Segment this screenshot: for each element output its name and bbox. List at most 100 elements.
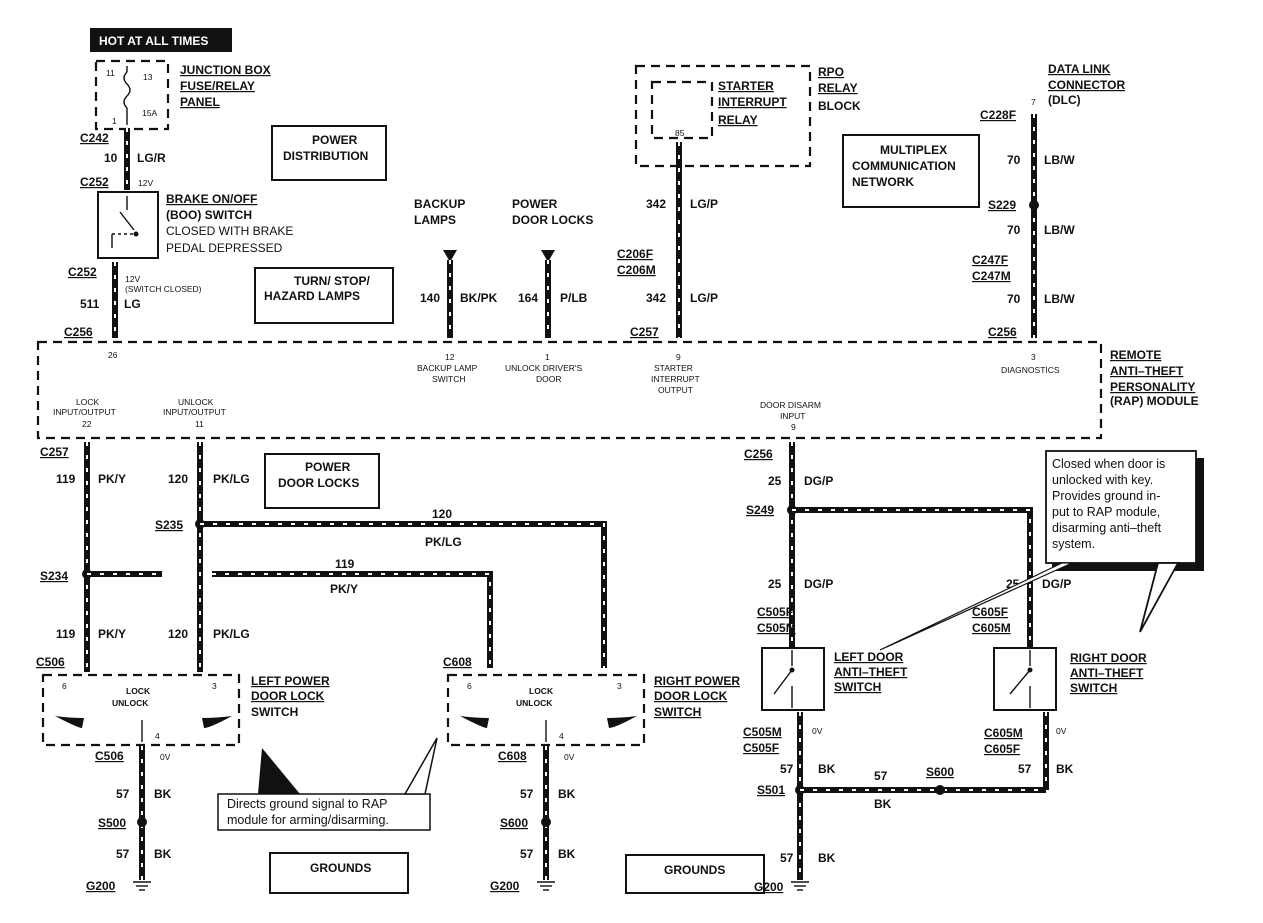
svg-text:120: 120 [432,507,452,521]
rap-module [36,340,1103,440]
svg-text:DG/P: DG/P [804,577,833,591]
svg-text:LOCK: LOCK [529,686,554,696]
right-door-switch-label: RIGHT DOOR [1070,651,1147,665]
connector-c247f: C247F [972,253,1008,267]
svg-text:HAZARD LAMPS: HAZARD LAMPS [264,289,360,303]
power-door-locks-arrow-icon [541,250,555,262]
svg-text:DOOR LOCKS: DOOR LOCKS [512,213,593,227]
connector-c247m: C247M [972,269,1011,283]
splice-s500 [137,817,147,827]
backup-lamps-arrow-icon [443,250,457,262]
connector-c257-bottom: C257 [40,445,69,459]
svg-text:85: 85 [675,128,685,138]
svg-text:ANTI–THEFT: ANTI–THEFT [1110,364,1184,378]
connector-c505f: C505F [757,605,793,619]
svg-text:S600: S600 [500,816,528,830]
hot-at-all-times-banner [90,28,232,52]
svg-text:BACKUP LAMP: BACKUP LAMP [417,363,478,373]
wire-511-color: LG [124,297,141,311]
svg-text:OUTPUT: OUTPUT [658,385,693,395]
svg-text:0V: 0V [1056,726,1067,736]
svg-text:9: 9 [791,422,796,432]
svg-text:57: 57 [116,847,130,861]
svg-text:57: 57 [116,787,130,801]
svg-text:SWITCH: SWITCH [654,705,701,719]
svg-text:119: 119 [56,472,76,486]
connector-c256-bottom: C256 [744,447,773,461]
svg-text:3: 3 [1031,352,1036,362]
svg-text:ANTI–THEFT: ANTI–THEFT [834,665,908,679]
connector-c252-bottom: C252 [68,265,97,279]
svg-text:LG/P: LG/P [690,291,718,305]
svg-text:DIAGNOSTICS: DIAGNOSTICS [1001,365,1060,375]
svg-text:DG/P: DG/P [804,474,833,488]
grounds-box-right [625,854,765,894]
brake-switch-label-2: (BOO) SWITCH [166,208,252,222]
svg-text:15A: 15A [142,108,157,118]
svg-text:12V: 12V [125,274,140,284]
power-door-locks-box [264,453,380,509]
svg-text:70: 70 [1007,292,1021,306]
connector-c228f: C228F [980,108,1016,122]
brake-switch-note: CLOSED WITH BRAKE [166,224,293,238]
wire-511-circuit: 511 [80,297,100,311]
connector-c505m-bottom: C505M [743,725,782,739]
connector-c605m-bottom: C605M [984,726,1023,740]
svg-text:57: 57 [780,851,794,865]
svg-text:MULTIPLEX: MULTIPLEX [880,143,947,157]
connector-c506-top: C506 [36,655,65,669]
svg-text:COMMUNICATION: COMMUNICATION [852,159,956,173]
connector-c256-right: C256 [988,325,1017,339]
svg-text:0V: 0V [812,726,823,736]
svg-text:LG/P: LG/P [690,197,718,211]
ground-g200-right: G200 [754,880,784,894]
svg-text:3: 3 [212,681,217,691]
svg-text:13: 13 [143,72,153,82]
svg-text:6: 6 [62,681,67,691]
svg-text:S249: S249 [746,503,774,517]
svg-text:BK: BK [154,787,172,801]
wire-120-horizontal [200,521,607,668]
svg-text:BK/PK: BK/PK [460,291,498,305]
connector-c505m: C505M [757,621,796,635]
svg-text:STARTER: STARTER [718,79,774,93]
svg-text:BLOCK: BLOCK [818,99,861,113]
svg-text:S600: S600 [926,765,954,779]
svg-text:9: 9 [676,352,681,362]
multiplex-network-box [842,134,980,208]
svg-text:PK/Y: PK/Y [98,627,126,641]
hot-at-all-times-label: HOT AT ALL TIMES [99,34,208,48]
svg-text:22: 22 [82,419,92,429]
svg-text:BK: BK [558,787,576,801]
svg-text:DOOR LOCK: DOOR LOCK [654,689,728,703]
grounds-box-left [269,852,409,894]
svg-text:DOOR DISARM: DOOR DISARM [760,400,821,410]
svg-text:164: 164 [518,291,538,305]
left-door-switch-label: LEFT DOOR [834,650,904,664]
svg-text:11: 11 [195,419,204,429]
left-power-door-lock-switch [41,673,241,747]
svg-text:UNLOCK: UNLOCK [112,698,149,708]
right-pdl-switch-label: RIGHT POWER [654,674,740,688]
ground-icon [537,881,555,891]
svg-text:INTERRUPT: INTERRUPT [718,95,787,109]
svg-text:INTERRUPT: INTERRUPT [651,374,700,384]
svg-text:disarming anti–theft: disarming anti–theft [1052,521,1162,535]
svg-text:INPUT: INPUT [780,411,806,421]
svg-text:S229: S229 [988,198,1016,212]
svg-text:PK/Y: PK/Y [330,582,358,596]
svg-text:RELAY: RELAY [718,113,758,127]
connector-c505f-bottom: C505F [743,741,779,755]
svg-text:UNLOCK DRIVER'S: UNLOCK DRIVER'S [505,363,583,373]
power-door-locks-dest-label: POWER [512,197,558,211]
svg-text:12: 12 [445,352,455,362]
svg-text:119: 119 [56,627,76,641]
svg-text:120: 120 [168,627,188,641]
svg-text:S501: S501 [757,783,785,797]
svg-text:S235: S235 [155,518,183,532]
door-disarm-callout [1045,450,1197,564]
connector-c506-bottom: C506 [95,749,124,763]
connector-c608-top: C608 [443,655,472,669]
junction-box-label-3: PANEL [180,95,220,109]
right-power-door-lock-switch [446,673,646,747]
